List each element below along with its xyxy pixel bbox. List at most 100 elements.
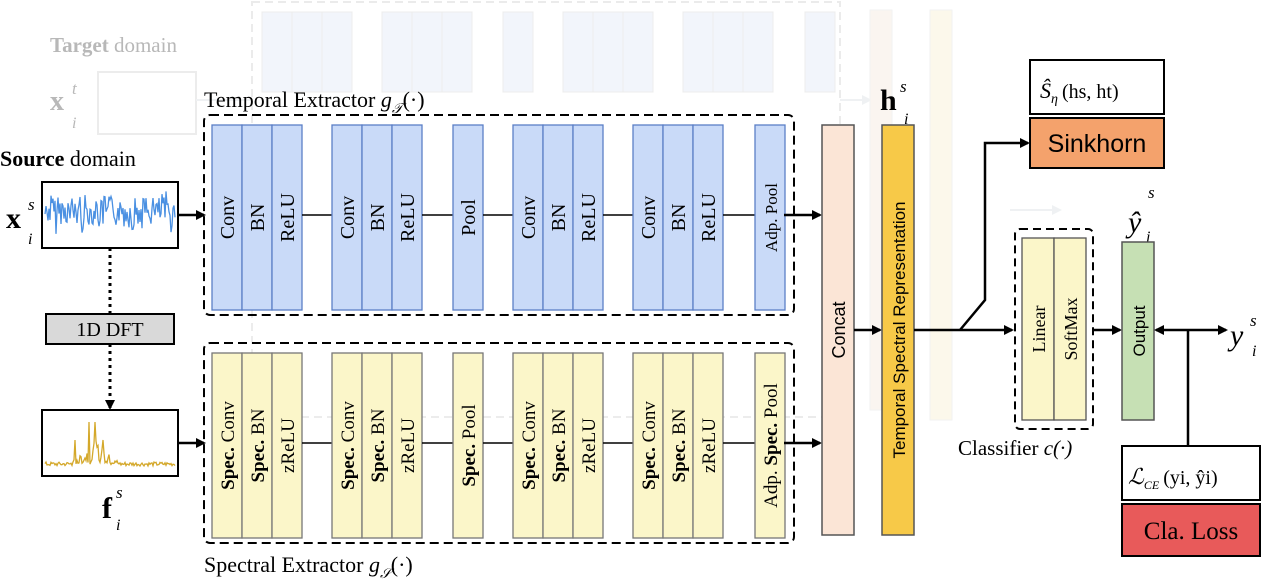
ghost-layer	[742, 11, 774, 93]
target-domain-ghost	[97, 1, 1062, 421]
spectral-layer	[572, 352, 604, 539]
spectral-layer	[692, 352, 724, 539]
ghost-layer	[622, 11, 654, 93]
sinkhorn-formula: Ŝη(hs, ht)	[1040, 78, 1119, 107]
temporal-layer	[512, 124, 544, 311]
spectral-layer	[452, 352, 484, 539]
target-domain-label: Target domain	[50, 33, 177, 57]
temporal-layer	[452, 124, 484, 311]
svg-text:x: x	[50, 86, 64, 117]
temporal-layer	[692, 124, 724, 311]
spectral-extractor-frame	[203, 342, 795, 544]
time-signal-waveform	[44, 191, 176, 234]
spectral-layer	[241, 352, 273, 539]
temporal-layer-label: BN	[247, 204, 269, 232]
spectral-layer-label: Spec. BN	[368, 408, 389, 482]
ghost-input-box	[97, 71, 197, 135]
svg-text:ŷ: ŷ	[1125, 206, 1142, 239]
temporal-layer-label: BN	[668, 204, 690, 232]
prediction-variable: ŷ s i	[1125, 183, 1155, 246]
temporal-layer	[271, 124, 303, 311]
loss-label: Cla. Loss	[1144, 518, 1238, 545]
spectrum-box	[41, 409, 179, 477]
ghost-representation	[929, 9, 953, 421]
representation-label: Temporal Spectral Representation	[890, 201, 909, 458]
classifier-layer-label: SoftMax	[1061, 298, 1081, 361]
spectral-layer	[271, 352, 303, 539]
sinkhorn-block	[1029, 117, 1165, 169]
arrow-to-sinkhorn	[959, 138, 1030, 331]
temporal-layer	[542, 124, 574, 311]
temporal-layer-label: Pool	[458, 199, 480, 236]
spectral-layer	[361, 352, 393, 539]
svg-text:t: t	[72, 79, 78, 98]
svg-text:x: x	[6, 202, 21, 235]
temporal-layer	[241, 124, 273, 311]
temporal-layer	[662, 124, 694, 311]
svg-text:s: s	[28, 195, 35, 214]
ghost-layer	[411, 11, 443, 93]
svg-text:i: i	[28, 231, 32, 248]
ghost-blocks	[261, 11, 836, 93]
temporal-layer-label: BN	[548, 204, 570, 232]
representation-variable: h s i	[880, 77, 908, 128]
spectral-layer-label: Adp. Spec. Pool	[761, 383, 782, 508]
temporal-layer-label: Conv	[337, 196, 359, 239]
temporal-extractor-title: Temporal Extractor g𝒯(·)	[204, 87, 425, 117]
temporal-layer-label: Conv	[638, 196, 660, 239]
spectral-layer	[542, 352, 574, 539]
output-label: Output	[1130, 305, 1149, 356]
spectral-layer-label: Spec. Conv	[519, 401, 540, 490]
ghost-layer	[682, 11, 714, 93]
loss-formula: ℒCE(yi, ŷi)	[1128, 464, 1218, 492]
spectral-layer-label: Spec. BN	[248, 408, 269, 482]
sinkhorn-label: Sinkhorn	[1048, 130, 1147, 158]
spectral-layer	[754, 352, 786, 539]
ghost-layer	[291, 11, 323, 93]
spectral-layer	[211, 352, 243, 539]
temporal-layer-label: Conv	[217, 196, 239, 239]
ghost-layer	[562, 11, 594, 93]
dft-box	[45, 313, 175, 345]
frequency-variable: f s i	[102, 483, 123, 534]
spectral-layer-label: Spec. Pool	[459, 404, 480, 486]
temporal-layer	[572, 124, 604, 311]
spectral-layer-label: zReLU	[699, 418, 720, 473]
ground-truth-variable: y s i	[1227, 311, 1257, 360]
temporal-layer	[754, 124, 786, 311]
svg-text:i: i	[116, 517, 120, 534]
ghost-layer	[381, 11, 413, 93]
classifier-title: Classifier c(·)	[958, 436, 1072, 460]
svg-text:f: f	[102, 492, 113, 525]
spectral-extractor-title: Spectral Extractor g𝒮(·)	[204, 552, 413, 580]
svg-text:s: s	[1148, 183, 1155, 202]
spectral-layer-label: zReLU	[278, 418, 299, 473]
spectral-layer-label: Spec. Conv	[639, 401, 660, 490]
temporal-layer-label: ReLU	[578, 193, 600, 242]
loss-block	[1121, 503, 1261, 557]
spectral-layer	[632, 352, 664, 539]
loss-formula-box	[1121, 445, 1261, 501]
classifier-layer-label: Linear	[1029, 306, 1049, 353]
target-variable: x t i	[50, 79, 78, 132]
sinkhorn-formula-box	[1029, 59, 1165, 115]
temporal-layer	[361, 124, 393, 311]
spectral-layer-label: Spec. Conv	[338, 401, 359, 490]
source-domain-label: Source domain	[0, 146, 136, 171]
ghost-layer	[712, 11, 744, 93]
spectral-blocks: Spec. Conv Spec. BN zReLU Spec. Conv Spec. B…	[211, 352, 786, 539]
temporal-layer-label: Conv	[518, 196, 540, 239]
source-variable: x s i	[6, 195, 35, 248]
spectrum-waveform	[44, 421, 176, 468]
svg-text:s: s	[1250, 311, 1257, 330]
spectral-layer	[391, 352, 423, 539]
classifier-layers: Linear SoftMax	[1021, 237, 1087, 421]
ghost-layer	[321, 11, 353, 93]
spectral-layer-label: Spec. BN	[549, 408, 570, 482]
svg-text:i: i	[72, 115, 76, 132]
svg-text:s: s	[116, 483, 123, 502]
spectral-layer	[512, 352, 544, 539]
temporal-layer	[391, 124, 423, 311]
